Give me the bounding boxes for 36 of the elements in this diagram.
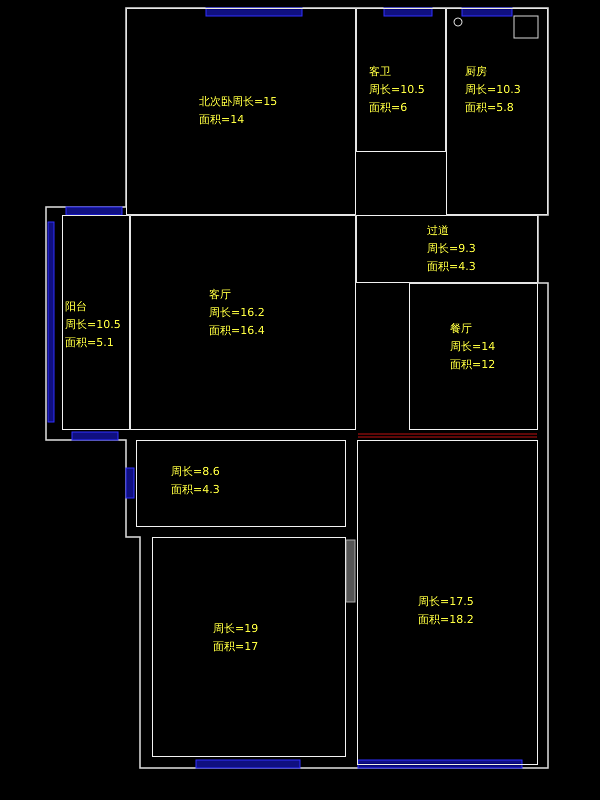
room-label: 周长=17.5 [418, 595, 474, 609]
room-area [62, 215, 130, 430]
room-label: 厨房 [465, 65, 488, 79]
room-label: 面积=5.1 [65, 336, 115, 350]
room-label: 面积=14 [199, 113, 246, 127]
room-label: 面积=6 [369, 101, 408, 115]
room-label: 客卫 [369, 65, 392, 79]
room-label: 面积=4.3 [171, 483, 220, 497]
room-label: 客厅 [209, 288, 232, 302]
room-area [130, 215, 356, 430]
room-area [446, 8, 548, 215]
room-label: 周长=10.3 [465, 83, 521, 97]
room-label: 阳台 [65, 300, 88, 314]
room-label: 周长=16.2 [209, 306, 265, 320]
room-label: 周长=19 [213, 622, 258, 636]
room-label: 周长=10.5 [65, 318, 121, 332]
room-label: 周长=10.5 [369, 83, 425, 97]
room-label: 周长=9.3 [427, 242, 476, 256]
room-area [356, 8, 446, 152]
room-label: 面积=17 [213, 640, 258, 654]
room-area [136, 440, 346, 527]
room-label: 面积=16.4 [209, 324, 265, 338]
room-area [126, 8, 356, 215]
room-label: 面积=4.3 [427, 260, 476, 274]
room-area [356, 215, 538, 283]
room-label: 周长=14 [450, 340, 496, 354]
room-label: 面积=18.2 [418, 613, 474, 627]
room-label: 北次卧周长=15 [199, 95, 278, 109]
room-area [357, 440, 538, 765]
room-label: 过道 [427, 224, 450, 238]
room-label: 面积=5.8 [465, 101, 515, 115]
room-label: 周长=8.6 [171, 465, 220, 479]
room-area [409, 283, 538, 430]
room-area [152, 537, 346, 757]
room-label: 面积=12 [450, 358, 496, 372]
room-label: 餐厅 [450, 322, 473, 336]
